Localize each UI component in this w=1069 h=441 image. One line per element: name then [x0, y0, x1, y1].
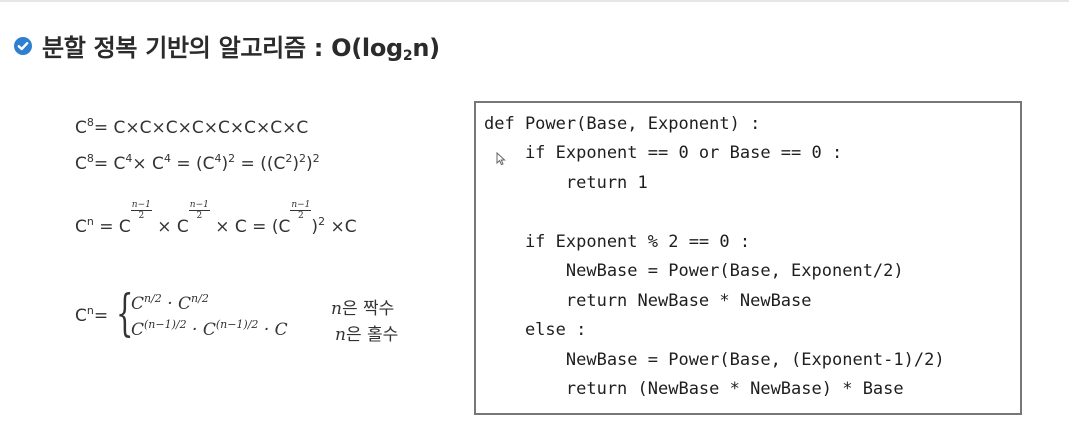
code-line: NewBase = Power(Base, Exponent/2) — [484, 261, 904, 281]
mouse-cursor-icon — [496, 152, 506, 166]
title-text: 분할 정복 기반의 알고리즘 : O(log2n) — [42, 34, 440, 64]
formula-line-2: C8= C4× C4 = (C4)2 = ((C2)2)2 — [75, 152, 320, 174]
case-even-expression: Cn/2 · Cn/2 — [131, 292, 209, 314]
case-odd-expression: C(n−1)/2 · C(n−1)/2 · C — [131, 318, 288, 340]
code-line: return NewBase * NewBase — [484, 291, 812, 311]
code-line: if Exponent == 0 or Base == 0 : — [484, 143, 843, 163]
code-line: if Exponent % 2 == 0 : — [484, 232, 751, 252]
code-line: def Power(Base, Exponent) : — [484, 114, 761, 134]
piecewise-lhs: Cn= — [75, 304, 109, 326]
slide-title: 분할 정복 기반의 알고리즘 : O(log2n) — [14, 26, 440, 66]
code-line: else : — [484, 320, 587, 340]
code-line: NewBase = Power(Base, (Exponent-1)/2) — [484, 350, 945, 370]
case-odd-condition: n은 홀수 — [335, 325, 399, 345]
check-circle-icon — [14, 37, 32, 55]
code-line: return 1 — [484, 173, 648, 193]
code-line: return (NewBase * NewBase) * Base — [484, 379, 904, 399]
top-divider — [0, 0, 1069, 2]
code-block: def Power(Base, Exponent) : if Exponent … — [474, 101, 1022, 415]
case-even-condition: n은 짝수 — [331, 299, 395, 319]
brace-symbol: { — [116, 284, 134, 342]
formula-line-1: C8= C×C×C×C×C×C×C×C — [75, 116, 309, 138]
